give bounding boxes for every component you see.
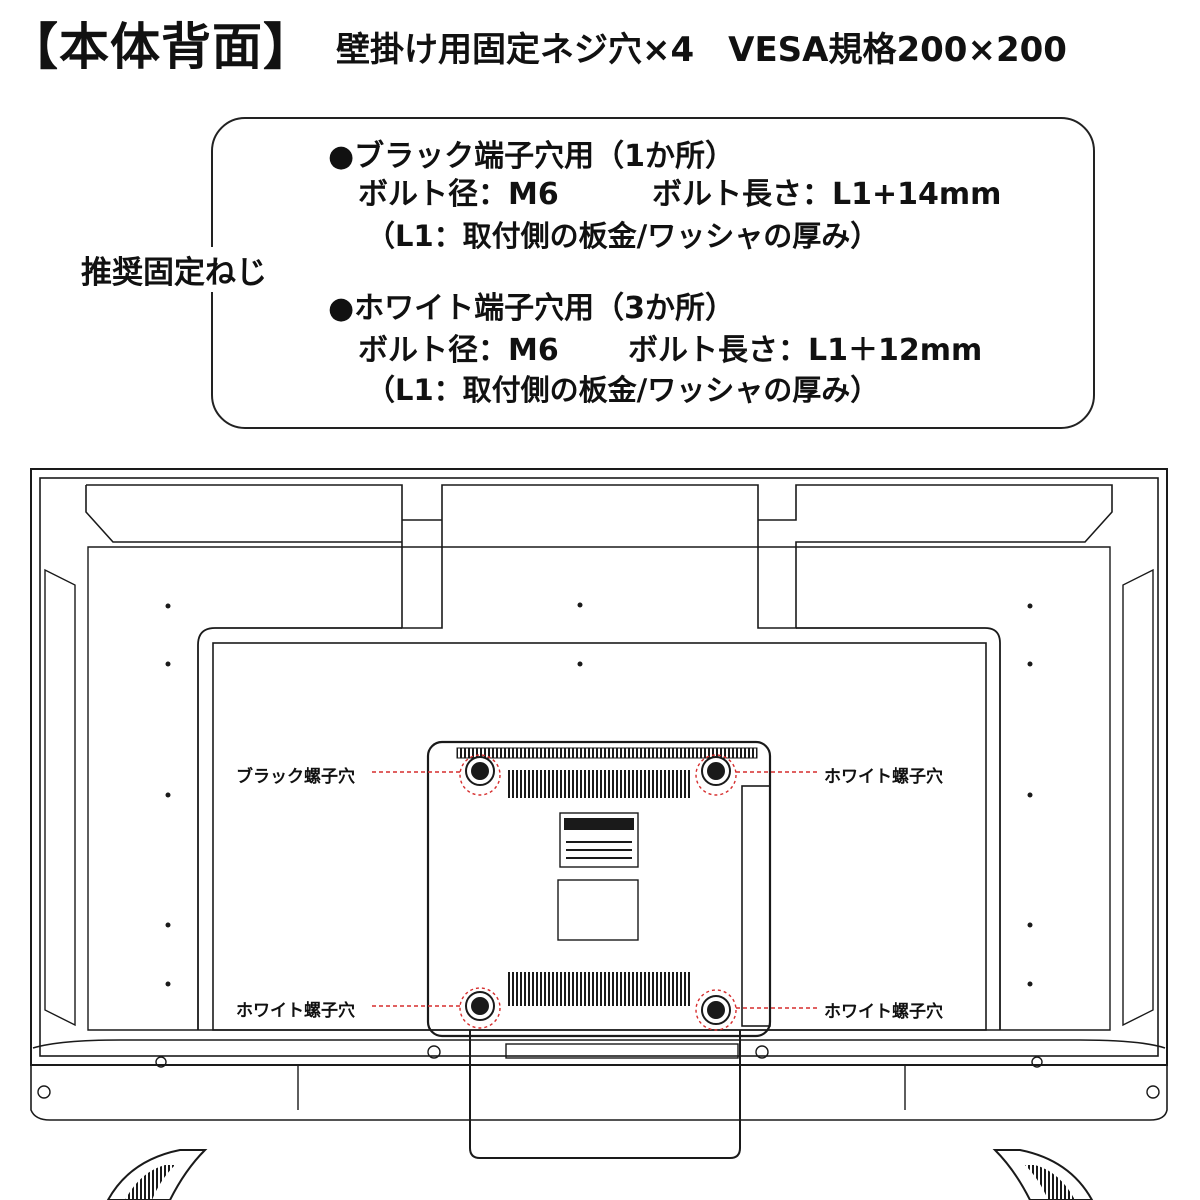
- rear-cover-panel: [212, 642, 987, 1031]
- page-header: 【本体背面】: [8, 8, 314, 78]
- rating-label: [559, 812, 639, 868]
- right-stand-foot: [992, 1149, 1094, 1200]
- vesa-hole-top-right: [695, 754, 737, 796]
- page-title: 【本体背面】: [8, 18, 314, 76]
- recommended-screw-label: 推奨固定ねじ: [77, 247, 271, 292]
- left-stand-foot: [106, 1149, 208, 1200]
- white-bolt-diameter: ボルト径：M6: [358, 333, 559, 368]
- callout-lines: [372, 771, 820, 1009]
- top-vent-strip: [456, 747, 758, 759]
- black-hole-heading: ●ブラック端子穴用（1か所）: [328, 139, 736, 174]
- callout-white-screw-hole-top: ホワイト螺子穴: [824, 762, 943, 787]
- white-hole-heading: ●ホワイト端子穴用（3か所）: [328, 291, 736, 326]
- upper-panel-outline: [85, 484, 1113, 629]
- callout-white-screw-hole-bottom-right: ホワイト螺子穴: [824, 997, 943, 1022]
- white-l1-note: （L1：取付側の板金/ワッシャの厚み）: [366, 373, 880, 407]
- black-bolt-diameter: ボルト径：M6: [358, 177, 559, 212]
- rear-cover-shoulder: [197, 627, 1001, 1030]
- side-connector-strip: [741, 785, 771, 1027]
- lower-vent-grille: [508, 972, 692, 1006]
- rear-cover-outline: [87, 546, 1111, 1031]
- recommended-screw-box: [211, 117, 1095, 429]
- port-strip: [505, 1043, 739, 1059]
- white-bolt-length: ボルト長さ：L1＋12mm: [628, 333, 983, 368]
- vesa-hole-bottom-right: [695, 989, 737, 1031]
- callout-black-screw-hole: ブラック螺子穴: [236, 762, 355, 787]
- page-subtitle: 壁掛け用固定ネジ穴×4 VESA規格200×200: [336, 30, 1067, 70]
- tv-back-diagram: [30, 468, 1168, 1200]
- black-bolt-length: ボルト長さ：L1+14mm: [652, 177, 1002, 212]
- stand-neck: [469, 1030, 741, 1159]
- bottom-screws: [37, 1045, 1160, 1099]
- callout-white-screw-hole-bottom-left: ホワイト螺子穴: [236, 996, 355, 1021]
- upper-vent-grille: [508, 770, 692, 798]
- right-side-rail: [1122, 568, 1154, 1027]
- left-side-rail: [44, 568, 76, 1027]
- tv-inner-frame: [39, 477, 1159, 1057]
- vesa-hole-bottom-left: [459, 987, 501, 1029]
- vesa-hole-top-left: [459, 754, 501, 796]
- bottom-lip: [32, 1039, 1166, 1049]
- panel-screw-dots: [165, 602, 1033, 987]
- black-l1-note: （L1：取付側の板金/ワッシャの厚み）: [366, 219, 880, 253]
- info-label: [557, 879, 639, 941]
